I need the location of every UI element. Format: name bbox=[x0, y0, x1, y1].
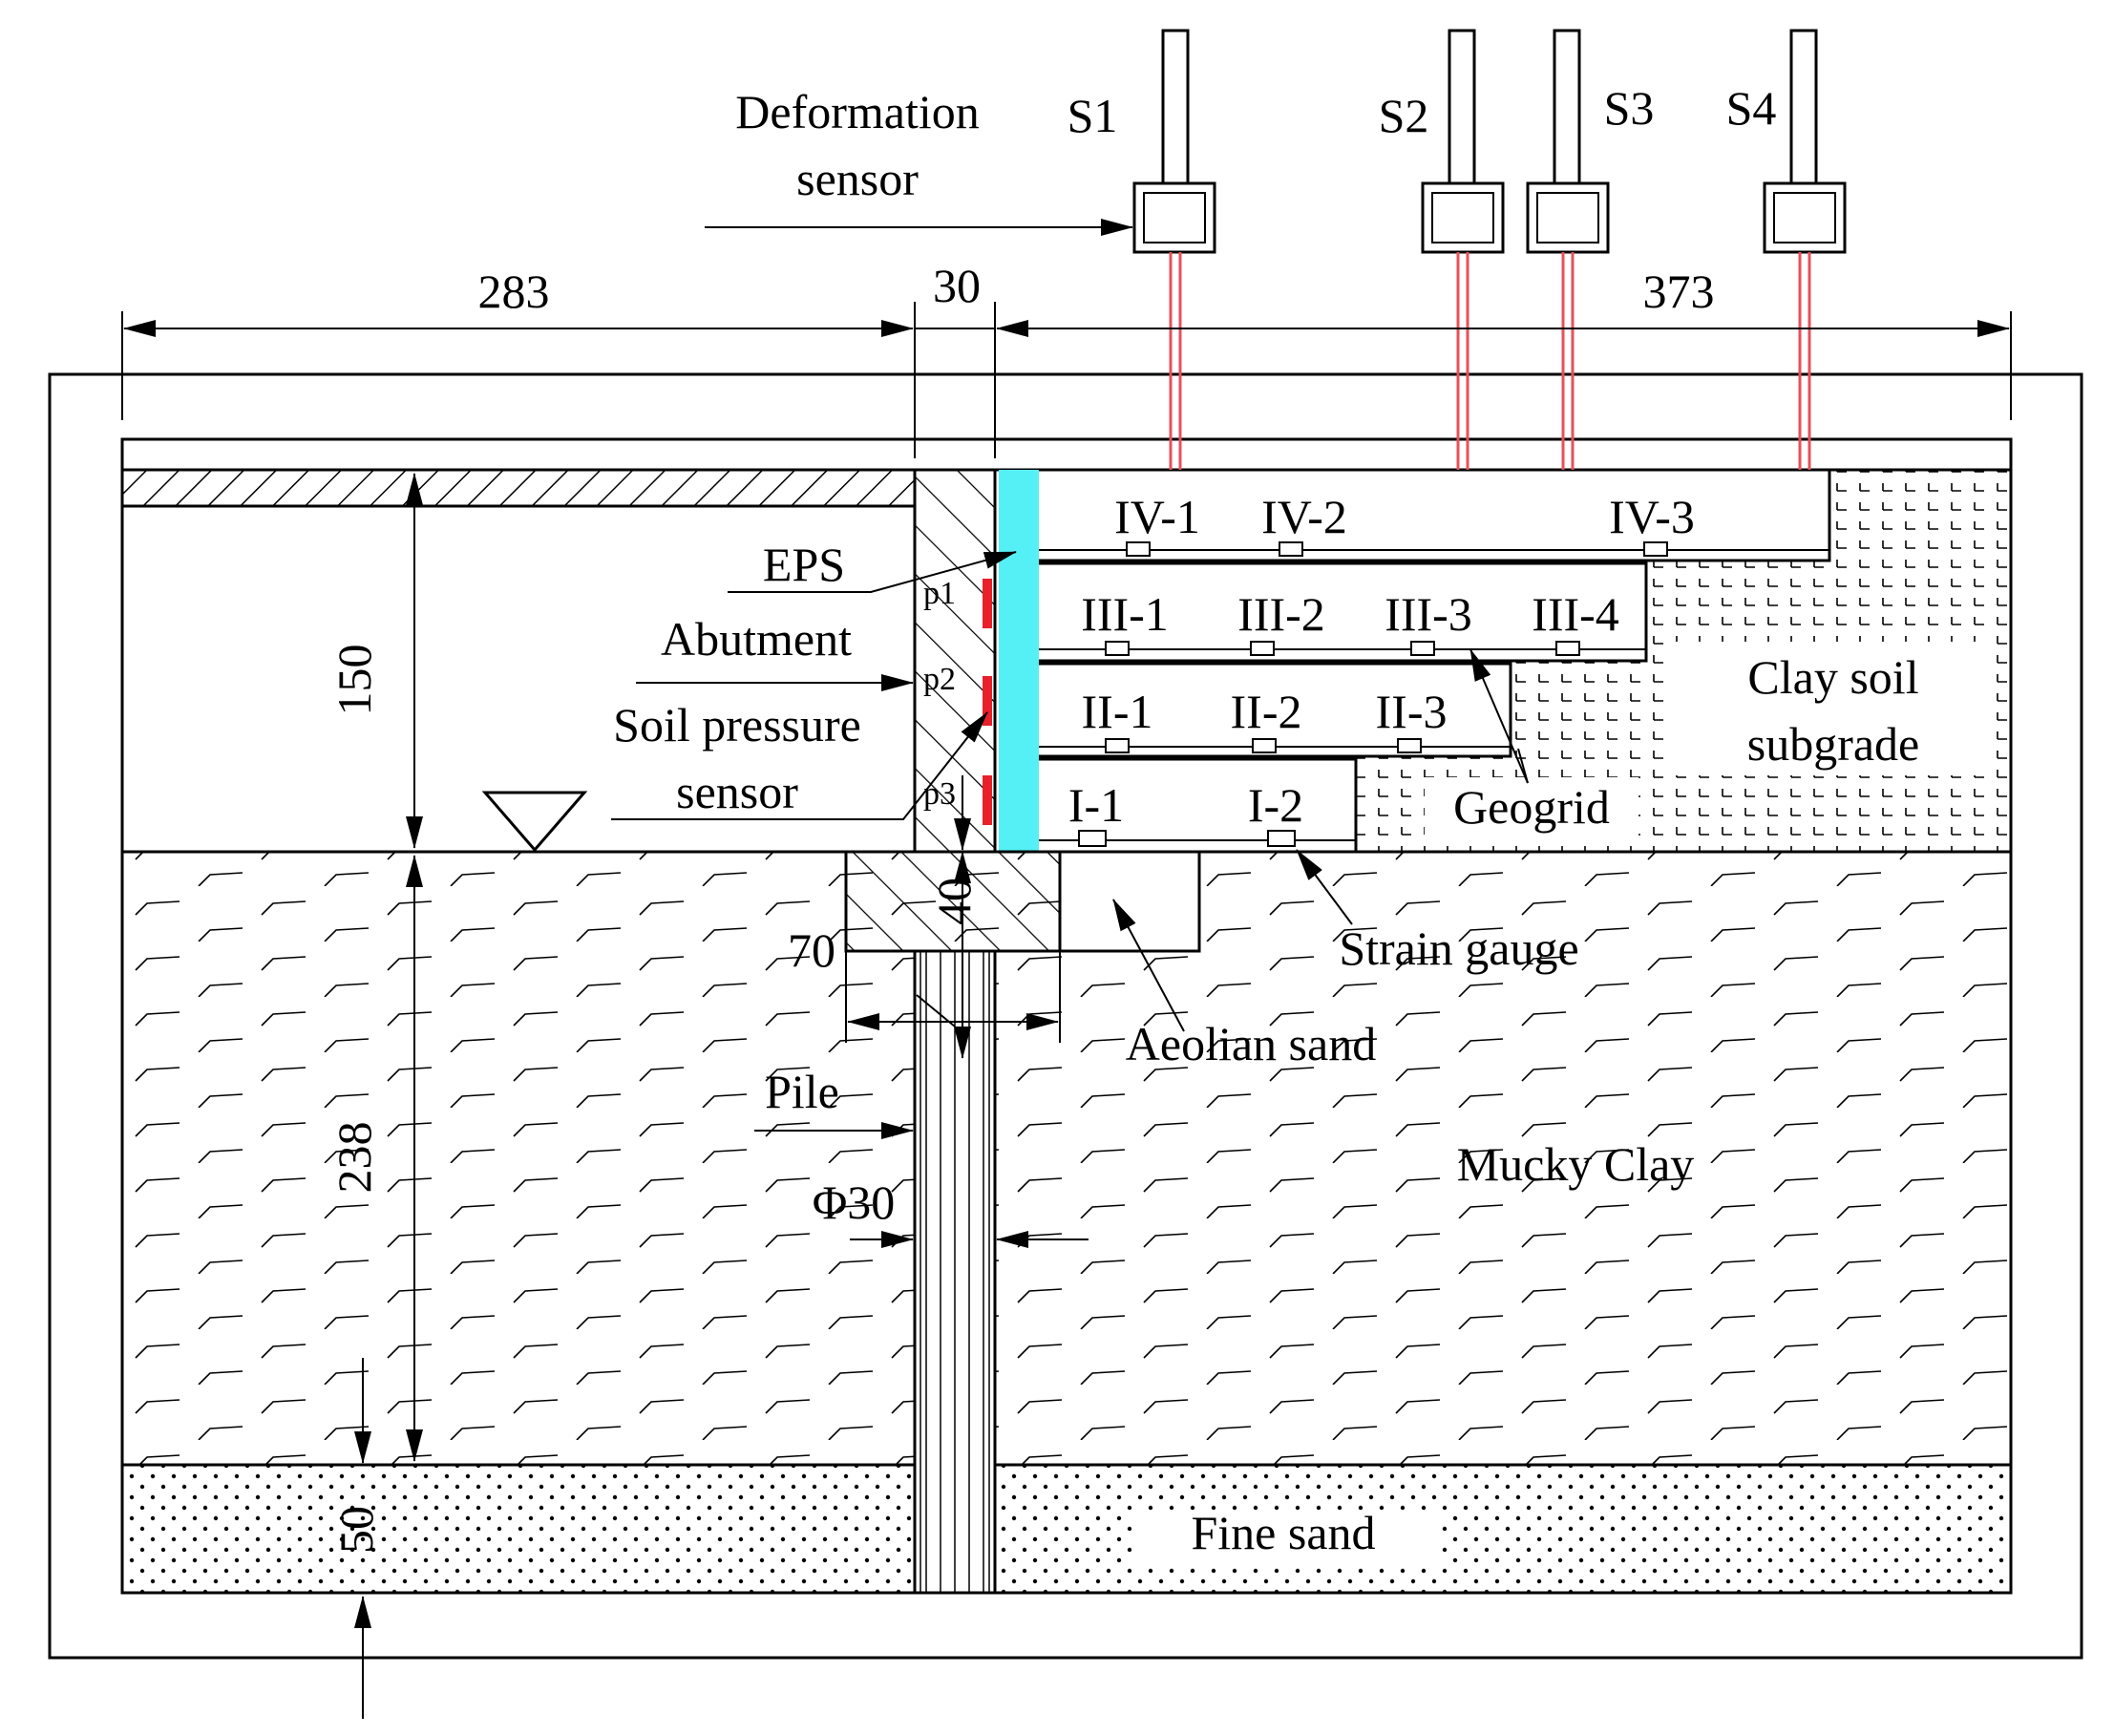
deformation-sensor-S2 bbox=[1421, 29, 1505, 470]
strain-gauge bbox=[1252, 738, 1277, 753]
label-eps: EPS bbox=[763, 538, 845, 591]
soil-pressure-sensor-p2 bbox=[983, 676, 992, 726]
fine-sand-layer bbox=[122, 1465, 2011, 1593]
dim-150: 150 bbox=[328, 645, 381, 716]
gauge-II-2: II-2 bbox=[1231, 685, 1302, 738]
water-level-icon bbox=[481, 791, 588, 853]
gauge-II-1: II-1 bbox=[1082, 685, 1153, 738]
strain-gauge bbox=[1105, 641, 1130, 656]
gauge-III-1: III-1 bbox=[1081, 587, 1169, 641]
embankment-layer-I bbox=[999, 757, 1358, 852]
label-strain-gauge: Strain gauge bbox=[1339, 921, 1578, 975]
label-s4: S4 bbox=[1726, 81, 1777, 135]
deformation-sensor-S4 bbox=[1763, 29, 1847, 470]
dim-283: 283 bbox=[478, 265, 550, 318]
label-clay-subgrade-1: Clay soil bbox=[1747, 650, 1918, 704]
strain-gauge bbox=[1105, 738, 1130, 753]
gauge-III-3: III-3 bbox=[1385, 587, 1472, 641]
label-soil-pressure-1: Soil pressure bbox=[613, 698, 861, 752]
model-tank bbox=[120, 437, 2013, 1595]
dim-238: 238 bbox=[328, 1122, 381, 1194]
pile bbox=[913, 949, 997, 1595]
label-soil-pressure-2: sensor bbox=[676, 765, 798, 818]
label-p2: p2 bbox=[923, 662, 956, 697]
embankment-layer-II bbox=[999, 662, 1512, 758]
strain-gauge bbox=[1410, 641, 1435, 656]
dim-70: 70 bbox=[788, 923, 835, 977]
dim-30: 30 bbox=[933, 259, 981, 312]
label-pile: Pile bbox=[765, 1065, 839, 1118]
arrow-soil-pressure bbox=[611, 711, 988, 820]
eps-layer bbox=[999, 470, 1039, 852]
soil-pressure-sensor-p3 bbox=[983, 775, 992, 825]
gauge-IV-3: IV-3 bbox=[1609, 490, 1695, 543]
label-clay-subgrade-2: subgrade bbox=[1747, 717, 1920, 771]
strain-gauge bbox=[1078, 830, 1107, 847]
gauge-IV-2: IV-2 bbox=[1261, 490, 1347, 543]
label-p1: p1 bbox=[923, 576, 956, 611]
dim-40: 40 bbox=[927, 878, 981, 925]
dim-50: 50 bbox=[329, 1506, 383, 1554]
label-fine-sand: Fine sand bbox=[1191, 1506, 1375, 1559]
embankment-layer-III bbox=[999, 561, 1648, 663]
arrow-geogrid bbox=[1469, 648, 1529, 784]
arrow-geogrid-2 bbox=[1517, 748, 1529, 784]
outer-box bbox=[48, 372, 2083, 1660]
label-mucky-clay: Mucky Clay bbox=[1457, 1137, 1695, 1191]
soil-pressure-sensor-p1 bbox=[983, 579, 992, 628]
arrow-strain-gauge bbox=[1296, 849, 1353, 925]
ground-surface-strip bbox=[120, 468, 917, 508]
label-deformation-sensor-2: sensor bbox=[796, 152, 919, 205]
gauge-I-2: I-2 bbox=[1248, 778, 1303, 832]
gauge-I-1: I-1 bbox=[1068, 778, 1124, 832]
aeolian-sand-block bbox=[1058, 850, 1201, 953]
deformation-sensor-S1 bbox=[1132, 29, 1216, 470]
strain-gauge bbox=[1643, 541, 1668, 557]
label-p3: p3 bbox=[923, 776, 956, 812]
label-s2: S2 bbox=[1379, 89, 1429, 142]
gauge-II-3: II-3 bbox=[1376, 685, 1448, 738]
strain-gauge bbox=[1126, 541, 1151, 557]
strain-gauge bbox=[1267, 830, 1296, 847]
strain-gauge bbox=[1397, 738, 1422, 753]
abutment bbox=[913, 468, 997, 854]
arrow-eps bbox=[728, 551, 1017, 593]
gauge-IV-1: IV-1 bbox=[1114, 490, 1200, 543]
arrow-aeolian-sand bbox=[1112, 899, 1185, 1032]
label-aeolian-sand: Aeolian sand bbox=[1126, 1017, 1376, 1070]
strain-gauge bbox=[1250, 641, 1275, 656]
strain-gauge bbox=[1279, 541, 1303, 557]
strain-gauge bbox=[1555, 641, 1580, 656]
label-pile-diameter: Φ30 bbox=[813, 1175, 896, 1229]
gauge-III-2: III-2 bbox=[1237, 587, 1325, 641]
label-abutment: Abutment bbox=[661, 612, 852, 666]
label-s1: S1 bbox=[1068, 89, 1118, 142]
gauge-III-4: III-4 bbox=[1532, 587, 1619, 641]
label-geogrid: Geogrid bbox=[1453, 780, 1610, 834]
embankment-layer-IV bbox=[999, 468, 1831, 562]
deformation-sensor-S3 bbox=[1526, 29, 1610, 470]
dim-373: 373 bbox=[1643, 265, 1715, 318]
label-s3: S3 bbox=[1604, 81, 1655, 135]
label-deformation-sensor-1: Deformation bbox=[735, 85, 979, 138]
mucky-clay-layer bbox=[122, 852, 2011, 1465]
